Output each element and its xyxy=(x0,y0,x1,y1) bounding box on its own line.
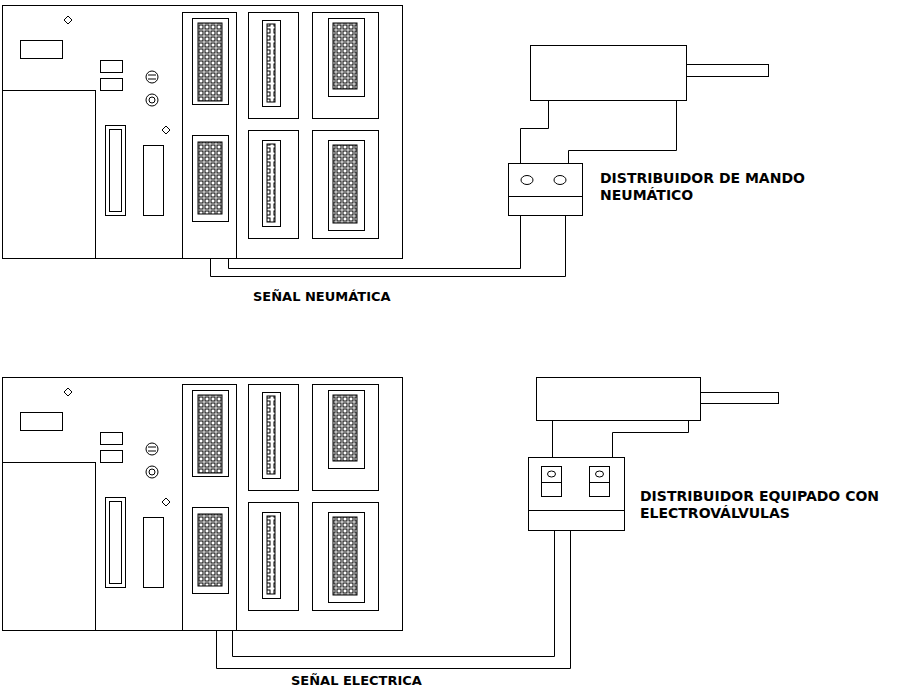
signal-wire xyxy=(233,530,555,657)
solenoid-line xyxy=(541,482,562,483)
valve-port xyxy=(554,176,566,185)
air-line xyxy=(613,420,689,457)
cylinder-body xyxy=(537,378,701,421)
plc-unit xyxy=(3,6,403,259)
valve-divider xyxy=(509,196,583,197)
valve-block: DISTRIBUIDOR EQUIPADO CON ELECTROVÁLVULA… xyxy=(528,457,625,531)
valve-block: DISTRIBUIDOR DE MANDO NEUMÁTICO xyxy=(508,163,583,216)
piston-rod xyxy=(701,393,779,404)
valve-caption: DISTRIBUIDOR DE MANDO NEUMÁTICO xyxy=(600,170,860,204)
cylinder-body xyxy=(531,46,687,101)
solenoid-mark xyxy=(548,471,556,477)
valve-caption: DISTRIBUIDOR EQUIPADO CON ELECTROVÁLVULA… xyxy=(640,488,902,522)
piston-rod xyxy=(687,65,769,77)
valve-port xyxy=(521,176,533,185)
air-line xyxy=(552,420,553,457)
label-anchor: SEÑAL ELECTRICA xyxy=(289,673,424,689)
signal-wire xyxy=(229,215,521,269)
signal-label: SEÑAL ELECTRICA xyxy=(289,673,424,689)
valve-divider xyxy=(529,510,625,511)
solenoid xyxy=(542,467,562,497)
signal-wire xyxy=(217,530,571,669)
air-line xyxy=(569,100,677,163)
signal-label: SEÑAL NEUMÁTICA xyxy=(251,289,393,305)
label-anchor: SEÑAL NEUMÁTICA xyxy=(251,289,393,305)
air-line xyxy=(521,100,549,163)
solenoid-mark xyxy=(596,471,604,477)
valve-detail xyxy=(529,458,625,531)
solenoid xyxy=(590,467,610,497)
signal-wire xyxy=(211,215,566,277)
solenoid-line xyxy=(589,482,610,483)
plc-unit xyxy=(3,378,403,631)
valve-detail xyxy=(509,164,583,216)
